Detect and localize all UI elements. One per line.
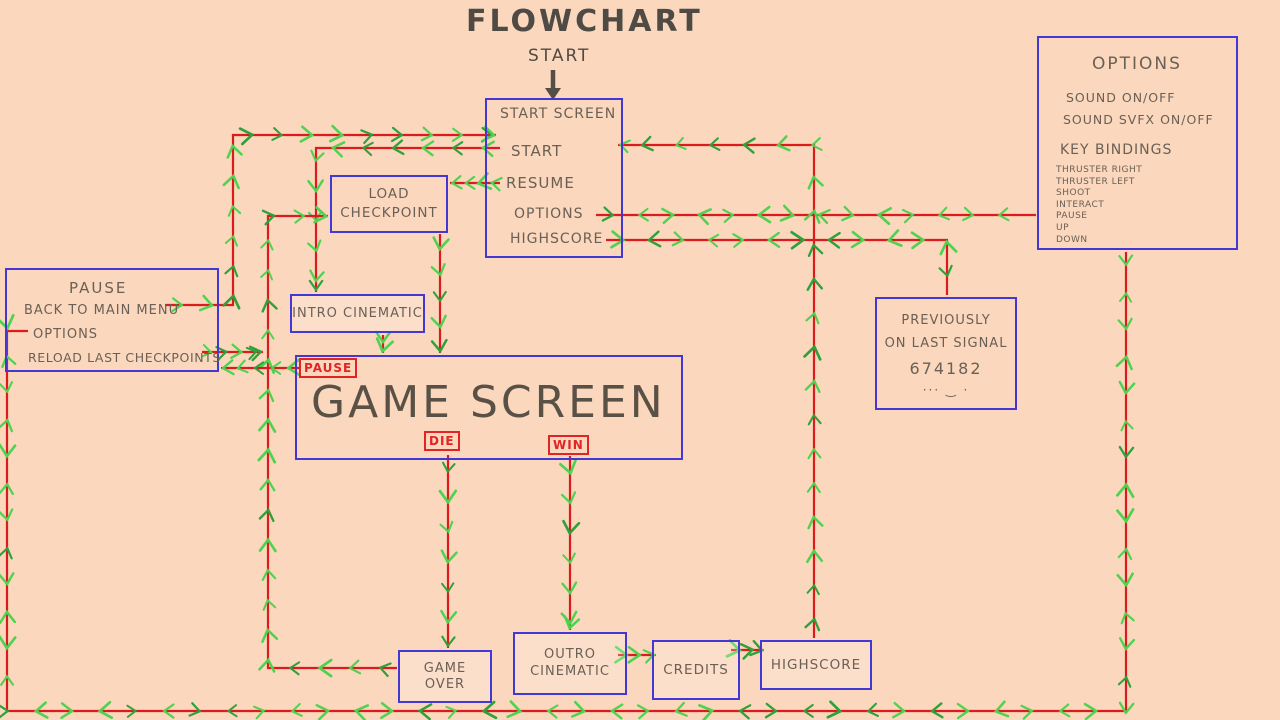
game-screen-win-tag: WIN — [548, 435, 589, 455]
game-screen-die-tag: DIE — [424, 431, 460, 451]
options-key-bindings-title: KEY BINDINGS — [1060, 142, 1173, 158]
page-title: FLOWCHART — [466, 4, 703, 39]
previously-line-1: PREVIOUSLY — [901, 313, 991, 328]
node-intro-cinematic: INTRO CINEMATIC — [290, 294, 425, 333]
outro-cinematic-label: OUTRO CINEMATIC — [530, 647, 610, 679]
node-previously-on-last-signal: PREVIOUSLY ON LAST SIGNAL 674182 ··· ‿ · — [875, 297, 1017, 410]
options-title: OPTIONS — [1092, 54, 1182, 74]
start-screen-item-resume: RESUME — [506, 174, 575, 192]
start-screen-item-options: OPTIONS — [514, 206, 584, 222]
options-sound-svfx-onoff: SOUND SVFX ON/OFF — [1063, 112, 1214, 127]
options-sound-onoff: SOUND ON/OFF — [1066, 90, 1176, 105]
game-screen-label: GAME SCREEN — [311, 377, 666, 428]
game-screen-pause-tag: PAUSE — [299, 358, 358, 378]
previously-doodle-dots: ··· ‿ · — [922, 383, 970, 397]
node-pause-menu: PAUSE BACK TO MAIN MENU OPTIONS RELOAD L… — [5, 268, 221, 372]
previously-signal-number: 674182 — [909, 359, 983, 378]
game-over-label: GAME OVER — [423, 661, 467, 692]
node-credits: CREDITS — [652, 640, 740, 700]
node-highscore: HIGHSCORE — [760, 640, 872, 690]
node-start-screen: START SCREEN START RESUME OPTIONS HIGHSC… — [485, 98, 623, 258]
node-load-checkpoint: LOAD CHECKPOINT — [330, 175, 448, 233]
intro-cinematic-label: INTRO CINEMATIC — [292, 306, 423, 321]
start-screen-item-start: START — [511, 142, 563, 160]
previously-line-2: ON LAST SIGNAL — [884, 336, 1008, 351]
game-pause-to-pause-box — [220, 358, 302, 377]
pause-menu-title: PAUSE — [69, 279, 128, 297]
node-game-over: GAME OVER — [398, 650, 492, 703]
start-screen-title: START SCREEN — [500, 106, 617, 122]
start-entry-arrow — [545, 70, 561, 100]
load-checkpoint-to-game-screen — [430, 234, 450, 354]
node-game-screen: GAME SCREEN — [295, 355, 683, 460]
pause-item-options: OPTIONS — [33, 327, 99, 342]
highscore-label: HIGHSCORE — [770, 657, 862, 673]
node-outro-cinematic: OUTRO CINEMATIC — [513, 632, 627, 695]
pause-item-back-to-main-menu: BACK TO MAIN MENU — [24, 303, 180, 318]
pause-item-reload-last-checkpoints: RELOAD LAST CHECKPOINTS — [28, 350, 221, 365]
start-screen-item-highscore: HIGHSCORE — [510, 231, 604, 247]
die-to-game-over — [438, 455, 458, 648]
credits-label: CREDITS — [663, 662, 729, 678]
node-options: OPTIONS SOUND ON/OFF SOUND SVFX ON/OFF K… — [1037, 36, 1238, 250]
intro-to-game-screen — [374, 330, 394, 354]
highscore-item-to-previously — [606, 229, 958, 295]
start-entry-label: START — [528, 46, 591, 66]
win-to-outro-cinematic — [559, 456, 581, 631]
load-checkpoint-label: LOAD CHECKPOINT — [340, 186, 438, 221]
options-item-to-options-box — [596, 204, 1036, 226]
options-key-bindings-list: THRUSTER RIGHT THRUSTER LEFT SHOOT INTER… — [1056, 165, 1143, 245]
